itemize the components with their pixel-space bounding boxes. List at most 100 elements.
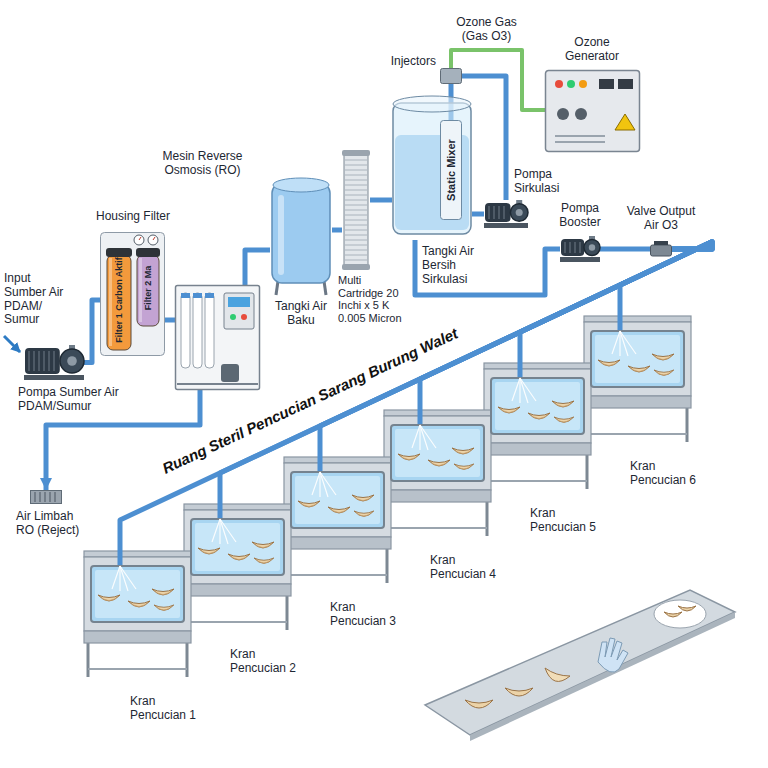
gauge-needle	[139, 237, 141, 240]
water-spray	[220, 519, 228, 544]
washing-sink: Kran Pencucian 1	[90, 565, 185, 623]
nest	[398, 454, 420, 460]
nest-strand	[202, 551, 216, 554]
motor-fin	[498, 206, 500, 219]
nest-strand	[356, 498, 370, 501]
ro-membrane	[193, 293, 202, 368]
motor-fin	[33, 351, 35, 371]
nest-strand	[158, 608, 171, 610]
motor-fin	[43, 351, 45, 371]
meter	[618, 79, 633, 89]
equipment-label: Kran Pencucian 4	[430, 554, 502, 582]
nest-body	[252, 542, 274, 548]
nest	[454, 464, 474, 469]
cartridge-rib	[345, 220, 367, 221]
backsplash	[284, 457, 391, 463]
pump-motor	[25, 348, 60, 374]
motor-fin	[569, 242, 571, 253]
pressure-gauge	[134, 235, 144, 245]
bench-bar	[588, 433, 687, 435]
pump-hub	[67, 356, 77, 366]
tank-top	[273, 178, 329, 192]
ro-machine: Mesin Reverse Osmosis (RO)	[175, 285, 260, 390]
nest-body	[228, 554, 250, 560]
drain-slot	[45, 492, 46, 502]
bench-leg	[686, 408, 689, 442]
bench-bar	[388, 527, 487, 529]
gauge-needle	[153, 237, 155, 240]
equipment-label: Pompa Sirkulasi	[514, 168, 576, 196]
nest-strand	[502, 410, 516, 413]
motor-fin	[28, 351, 30, 371]
knob	[557, 108, 569, 120]
cartridge-filter: Multi Cartridge 20 Inchi x 5 K 0.005 Mic…	[342, 150, 370, 270]
nest-body	[98, 595, 120, 601]
water-spray	[212, 519, 220, 542]
output-valve: Valve Output Air O3	[650, 241, 672, 257]
equipment-label: Housing Filter	[88, 210, 178, 224]
motor-fin	[38, 351, 40, 371]
tank-top	[393, 96, 471, 112]
circulation-pump: Pompa Sirkulasi	[484, 200, 528, 228]
water-pipe	[332, 228, 342, 233]
nest	[678, 606, 696, 611]
cartridge-rib	[345, 170, 367, 171]
cartridge-rib	[345, 165, 367, 166]
cabinet-vent	[555, 135, 605, 137]
warning-sign	[615, 114, 635, 130]
motor-fin	[488, 206, 490, 219]
cartridge-rib	[345, 195, 367, 196]
bench-bar	[288, 574, 387, 576]
pump-base	[484, 223, 528, 228]
indicator-light	[567, 80, 575, 88]
node-outline	[390, 424, 485, 482]
node-outline	[560, 236, 600, 262]
backsplash	[384, 410, 491, 416]
node-outline	[190, 518, 285, 576]
sink-basin	[291, 472, 384, 528]
nest-body	[628, 366, 650, 372]
static-mixer: Static Mixer	[440, 120, 462, 220]
water-spray	[420, 425, 428, 450]
nest-strand	[102, 598, 116, 601]
water-spray	[520, 378, 528, 403]
nest	[298, 501, 320, 507]
nest	[152, 589, 174, 595]
drying-tray	[425, 590, 735, 741]
meter	[599, 79, 614, 89]
pump-hub	[589, 244, 595, 250]
nest	[598, 360, 620, 366]
node-outline	[484, 200, 528, 228]
equipment-label: Kran Pencucian 3	[330, 601, 402, 629]
node-outline	[90, 565, 185, 623]
bench-bar	[188, 621, 287, 623]
water-pipe	[165, 318, 175, 323]
water-pipe	[600, 247, 650, 252]
motor-fin	[564, 242, 566, 253]
nest	[664, 612, 682, 617]
cartridge-rib	[345, 260, 367, 261]
node-outline	[342, 150, 370, 270]
node-outline	[650, 241, 672, 257]
bench-top	[584, 322, 691, 396]
nest	[628, 366, 650, 372]
cartridge-body	[344, 155, 368, 265]
membrane-cap	[193, 293, 202, 298]
nest	[128, 601, 150, 607]
backsplash	[84, 551, 191, 557]
tank-body	[393, 103, 471, 234]
nest-strand	[602, 363, 616, 366]
cartridge-rib	[345, 215, 367, 216]
pump-hub	[516, 209, 523, 216]
indicator-light	[555, 80, 563, 88]
nest-body	[498, 407, 520, 413]
shape-text: Filter 1 Carbon Aktif	[114, 257, 124, 343]
equipment-label: Kran Pencucian 6	[630, 460, 702, 488]
nest-body	[652, 354, 674, 360]
backsplash	[184, 504, 291, 510]
water-pipe	[620, 242, 712, 330]
nest-strand	[402, 457, 416, 460]
nest	[252, 542, 274, 548]
nest-body	[428, 460, 450, 466]
